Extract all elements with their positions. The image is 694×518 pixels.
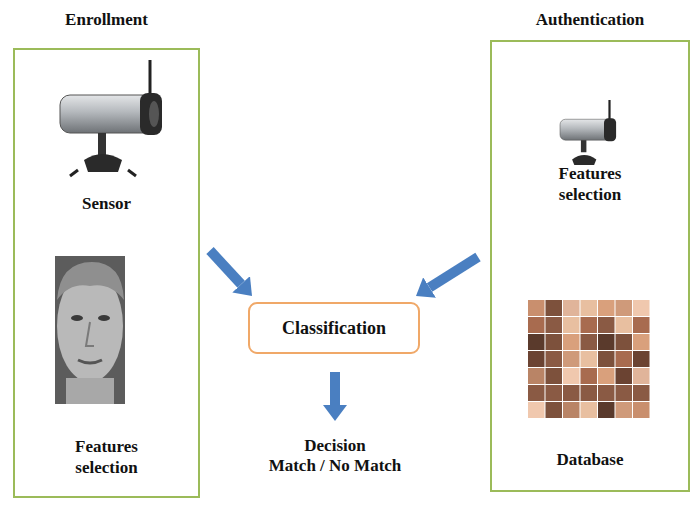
camera-icon: [560, 100, 616, 165]
face-mosaic: [528, 300, 650, 418]
panel-heading: Enrollment: [64, 9, 149, 30]
face-thumbnail: [598, 300, 615, 316]
face-thumbnail: [633, 368, 650, 384]
face-thumbnail: [598, 334, 615, 350]
down-arrow: [330, 372, 340, 405]
face-thumbnail: [598, 368, 615, 384]
face-thumbnail: [598, 402, 615, 418]
face-thumbnail: [528, 385, 545, 401]
step-label: Features selection: [52, 436, 162, 479]
face-thumbnail: [616, 317, 633, 333]
face-thumbnail: [563, 317, 580, 333]
face-thumbnail: [598, 351, 615, 367]
face-thumbnail: [633, 385, 650, 401]
authentication-panel: AuthenticationFeatures selectionDatabase: [490, 40, 690, 492]
face-thumbnail: [581, 334, 598, 350]
face-thumbnail: [563, 300, 580, 316]
face-thumbnail: [633, 334, 650, 350]
process-label: Classification: [281, 317, 388, 340]
face-thumbnail: [616, 351, 633, 367]
panel-heading: Authentication: [535, 9, 646, 30]
decision-label: Match / No Match: [269, 455, 402, 476]
decision-label: Decision: [304, 435, 365, 456]
step-label: Sensor: [81, 193, 133, 214]
face-thumbnail: [546, 385, 563, 401]
face-thumbnail: [616, 300, 633, 316]
face-thumbnail: [563, 334, 580, 350]
step-label: Database: [555, 449, 625, 470]
face-thumbnail: [546, 351, 563, 367]
face-thumbnail: [546, 368, 563, 384]
face-thumbnail: [581, 317, 598, 333]
face-thumbnail: [546, 300, 563, 316]
camera-icon: [60, 60, 162, 176]
face-photo: [55, 256, 125, 404]
face-thumbnail: [616, 368, 633, 384]
face-thumbnail: [616, 402, 633, 418]
step-label: Features selection: [535, 163, 645, 206]
face-thumbnail: [633, 351, 650, 367]
flow-arrow: [210, 251, 241, 285]
face-thumbnail: [616, 385, 633, 401]
face-thumbnail: [546, 334, 563, 350]
face-thumbnail: [633, 402, 650, 418]
face-thumbnail: [633, 317, 650, 333]
face-thumbnail: [546, 317, 563, 333]
face-thumbnail: [563, 385, 580, 401]
face-thumbnail: [598, 385, 615, 401]
face-thumbnail: [633, 300, 650, 316]
flow-arrow: [430, 257, 478, 288]
face-thumbnail: [528, 317, 545, 333]
face-thumbnail: [581, 385, 598, 401]
face-thumbnail: [581, 300, 598, 316]
face-thumbnail: [528, 402, 545, 418]
face-thumbnail: [598, 317, 615, 333]
face-thumbnail: [581, 402, 598, 418]
face-thumbnail: [528, 334, 545, 350]
face-thumbnail: [563, 402, 580, 418]
face-thumbnail: [563, 368, 580, 384]
face-thumbnail: [581, 351, 598, 367]
process-box: Classification: [248, 302, 420, 354]
face-thumbnail: [616, 334, 633, 350]
enrollment-panel: EnrollmentSensorFeatures selection: [13, 48, 200, 498]
face-thumbnail: [528, 368, 545, 384]
face-thumbnail: [563, 351, 580, 367]
face-thumbnail: [528, 351, 545, 367]
face-thumbnail: [581, 368, 598, 384]
face-thumbnail: [546, 402, 563, 418]
face-thumbnail: [528, 300, 545, 316]
